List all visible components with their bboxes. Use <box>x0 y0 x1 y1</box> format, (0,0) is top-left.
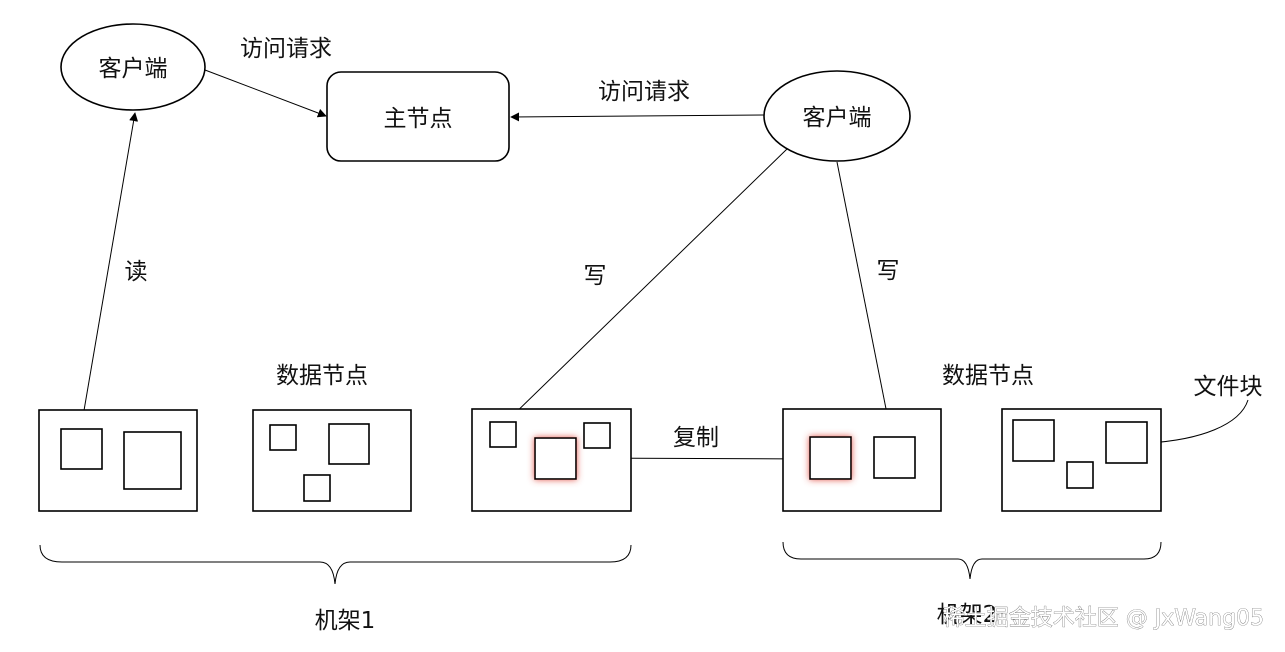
client-ellipse-right <box>763 70 911 162</box>
client-label-right: 客户端 <box>803 105 872 131</box>
master-node-label: 主节点 <box>384 106 453 132</box>
data-node-1 <box>38 409 198 512</box>
data-node-label-rack2: 数据节点 <box>942 363 1034 389</box>
data-node-5 <box>1001 408 1162 512</box>
write-label-left: 写 <box>584 263 607 289</box>
write-label-right: 写 <box>877 258 900 284</box>
read-arrow <box>80 112 139 429</box>
file-block <box>1105 421 1148 464</box>
read-label: 读 <box>125 259 148 285</box>
file-block <box>583 422 611 449</box>
watermark: 稀土掘金技术社区 @ JxWang05 <box>943 606 1264 631</box>
data-node-4 <box>782 408 942 512</box>
data-node-2 <box>252 409 412 512</box>
replicate-label: 复制 <box>673 425 719 451</box>
rack2-brace <box>782 541 1162 580</box>
rack1-brace <box>39 544 632 585</box>
access-request-label-left: 访问请求 <box>240 36 332 62</box>
write-arrow-rack1 <box>504 148 788 424</box>
access-request-label-right: 访问请求 <box>598 79 690 105</box>
file-block <box>303 474 331 502</box>
data-node-label-rack1: 数据节点 <box>276 363 368 389</box>
file-block <box>269 424 297 451</box>
file-block <box>328 423 370 465</box>
replicated-file-block <box>534 437 577 480</box>
request-arrow-right <box>510 112 766 122</box>
write-arrow-rack2 <box>836 161 894 435</box>
data-node-4-box <box>782 408 942 512</box>
file-block <box>123 431 182 490</box>
master-node-box <box>326 71 510 162</box>
request-arrow-left <box>204 69 327 118</box>
replicated-file-block <box>809 436 852 480</box>
file-block <box>1012 419 1055 462</box>
file-block-callout-line <box>1147 399 1249 444</box>
data-node-3 <box>471 408 632 512</box>
file-block <box>60 428 103 470</box>
rack1-label: 机架1 <box>315 608 376 634</box>
file-block-label: 文件块 <box>1194 374 1263 400</box>
client-ellipse-left <box>60 23 206 111</box>
file-block <box>873 436 916 479</box>
client-label-left: 客户端 <box>99 56 168 82</box>
file-block <box>489 421 517 448</box>
rack2-label: 机架2 <box>937 602 998 628</box>
file-block <box>1066 461 1094 489</box>
